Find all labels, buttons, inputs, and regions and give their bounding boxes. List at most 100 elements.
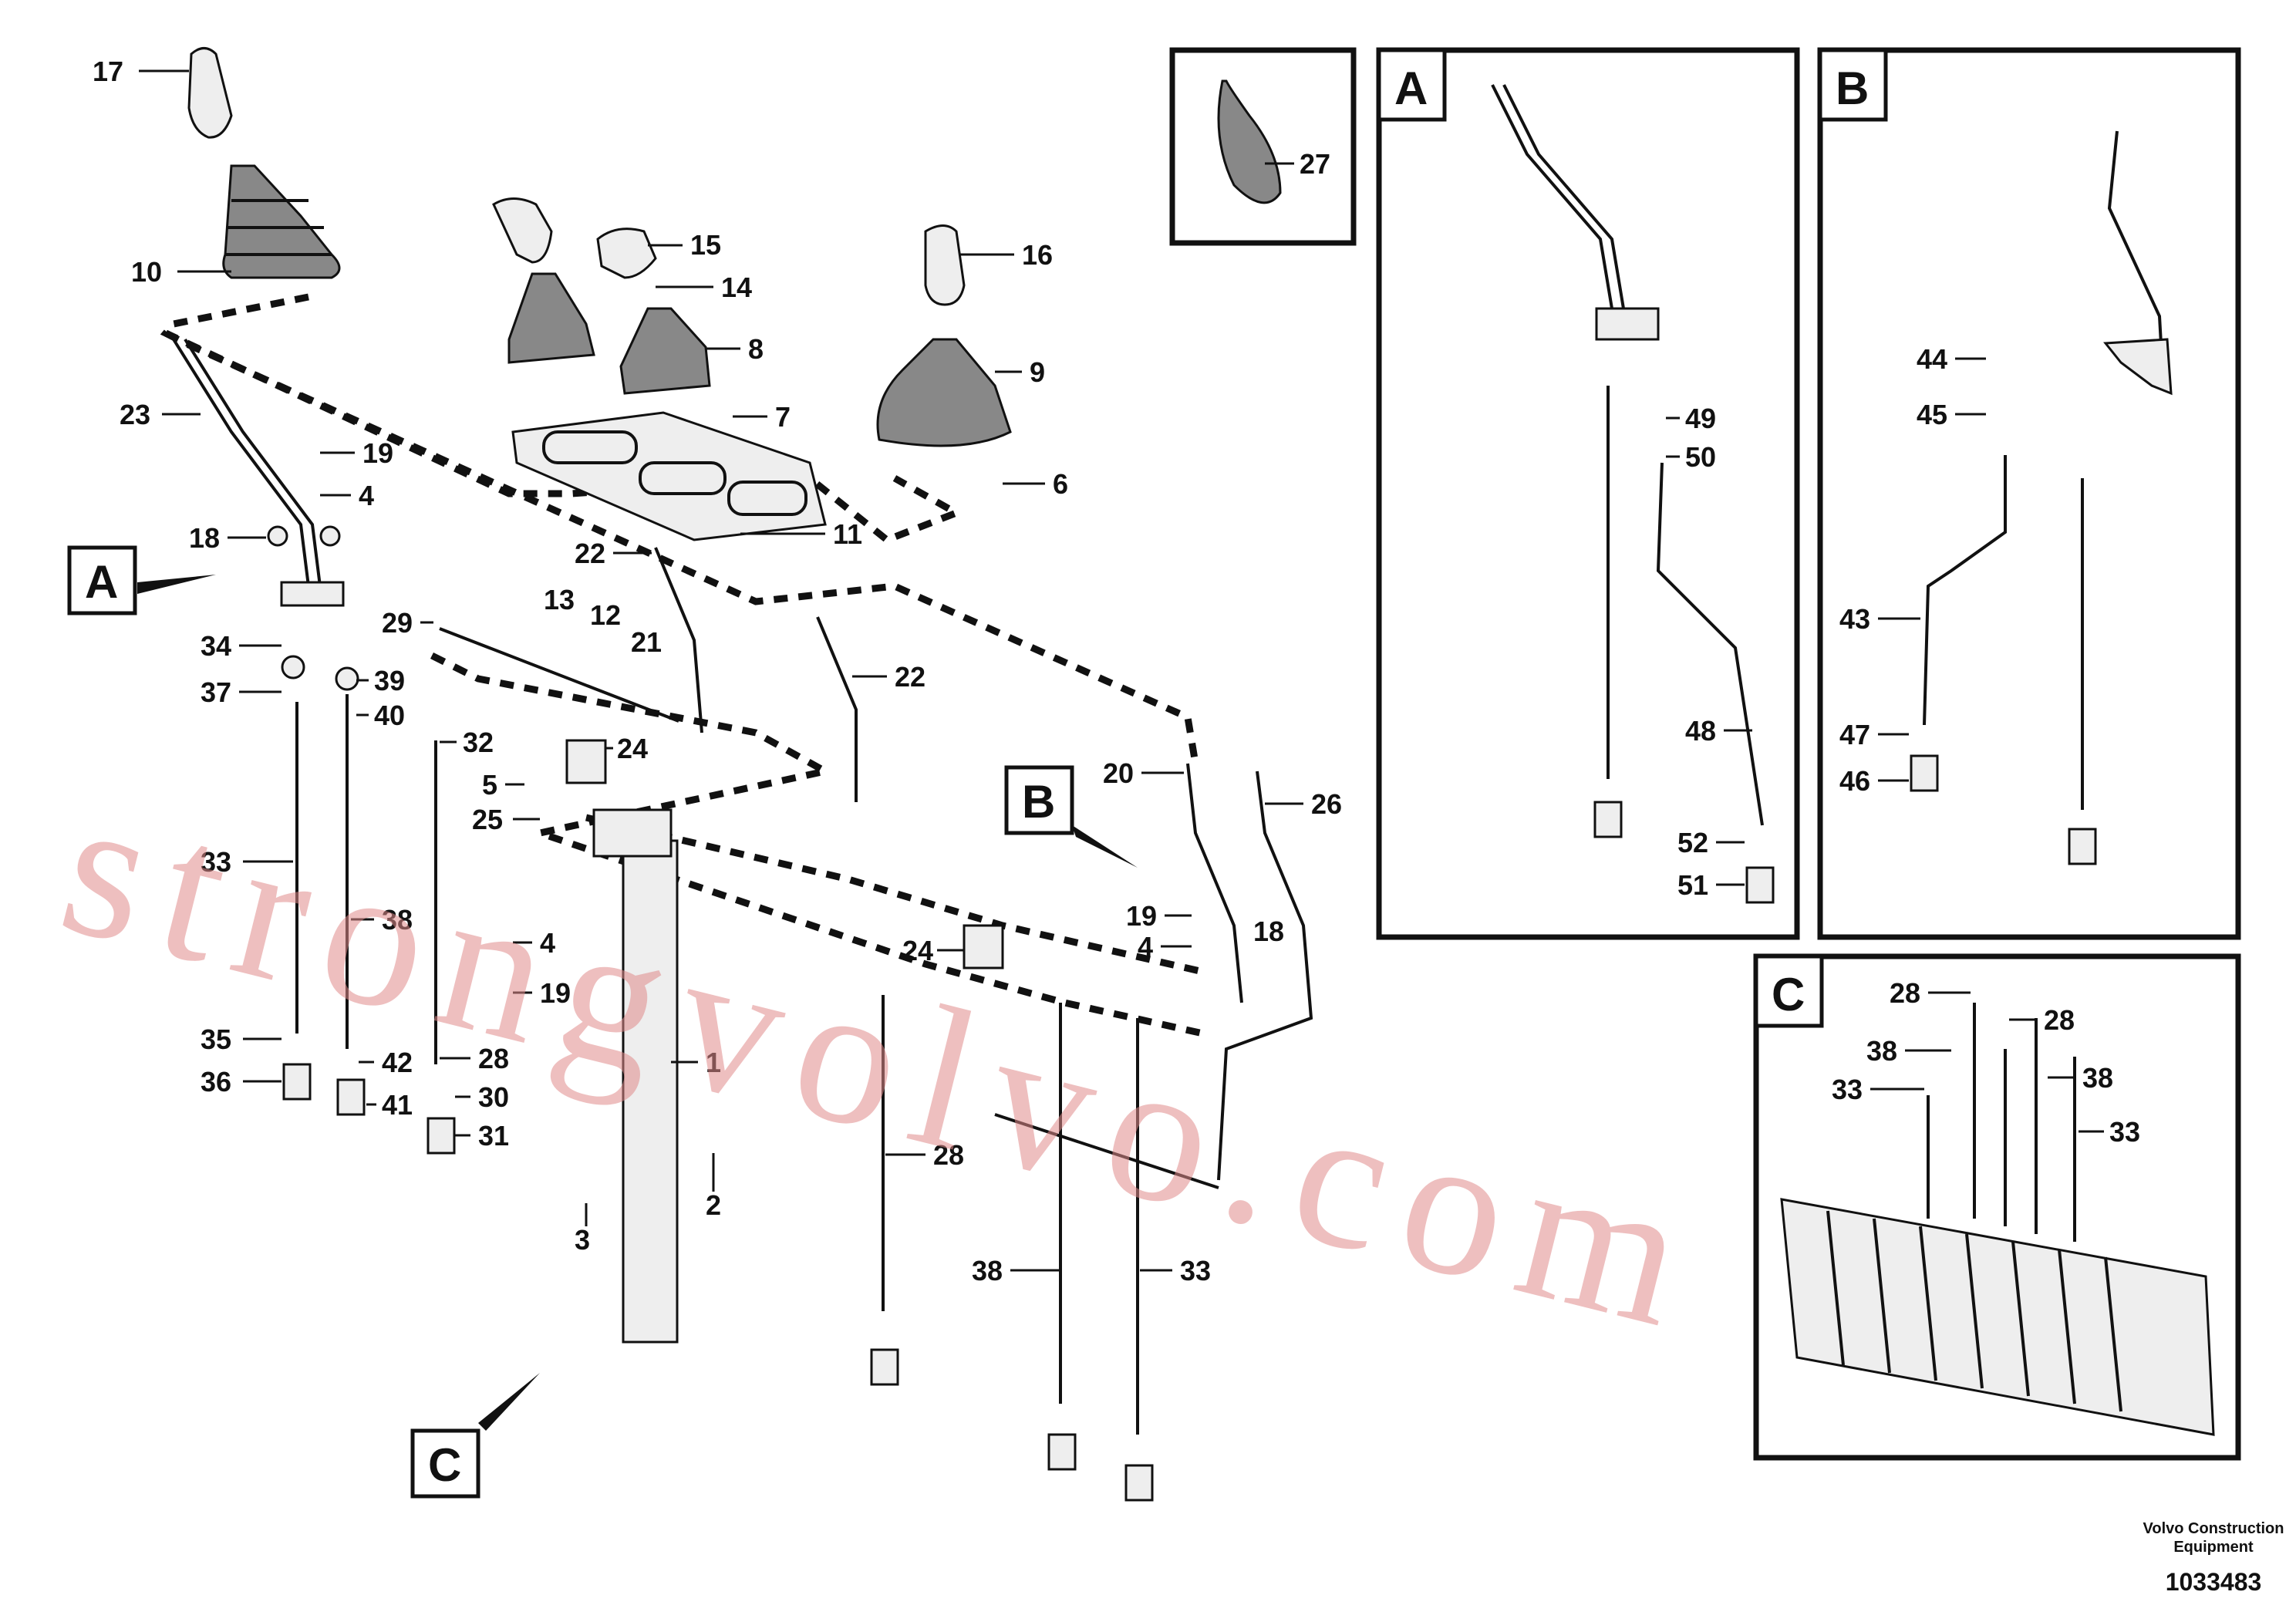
part-label: 14 — [721, 271, 752, 303]
part-label: 11 — [833, 518, 862, 550]
part-label: 49 — [1685, 403, 1716, 434]
knob-16 — [924, 224, 966, 306]
callout-b-box — [1004, 765, 1074, 835]
part-label: 44 — [1917, 343, 1947, 375]
inset-a: A 49 50 48 52 51 — [1376, 47, 1800, 940]
part-label: 33 — [1180, 1255, 1211, 1286]
mounting-outline-middle — [164, 330, 1199, 764]
part-label: 18 — [189, 522, 220, 554]
part-label: 33 — [201, 846, 231, 878]
part-label: 46 — [1839, 765, 1870, 797]
control-plate-slot-3 — [727, 481, 807, 516]
lever-22-right — [816, 616, 858, 802]
control-valve-block — [1780, 1198, 2215, 1436]
boot-8-left — [507, 272, 595, 364]
callout-a-box — [67, 545, 137, 615]
callout-a-letter: A — [85, 556, 118, 608]
part-label: 16 — [1022, 239, 1053, 271]
lever-22-left — [654, 547, 703, 733]
clevis-28-right — [870, 1348, 899, 1386]
inset-b-clevis-46 — [1910, 754, 1939, 792]
inset-a-clevis-1 — [1593, 801, 1623, 838]
part-label: 2 — [706, 1189, 721, 1221]
part-label: 38 — [972, 1255, 1003, 1286]
boot-8-right — [619, 307, 711, 395]
part-label: 4 — [1138, 931, 1153, 963]
part-label: 18 — [1253, 916, 1284, 947]
main-exploded-view — [160, 47, 1313, 1502]
part-label: 20 — [1103, 757, 1134, 789]
inset-b-letter: B — [1836, 62, 1869, 114]
washer-18-left — [267, 525, 288, 547]
part-label: 33 — [1832, 1074, 1863, 1105]
part-label: 43 — [1839, 603, 1870, 635]
bracket-24-right — [963, 924, 1004, 969]
valve-section-1 — [1826, 1210, 1845, 1366]
part-label: 19 — [362, 437, 393, 469]
mounting-outline-lower — [430, 652, 1204, 1037]
part-label: 7 — [775, 401, 791, 433]
part-label: 5 — [482, 769, 497, 801]
ball-joint-39 — [335, 666, 359, 691]
part-label: 28 — [1890, 977, 1920, 1009]
inset-cable-tie: 27 — [1169, 47, 1357, 246]
callout-c-letter: C — [428, 1439, 461, 1491]
bar-26-lower — [994, 1113, 1219, 1189]
cable-tie-27 — [1217, 79, 1282, 204]
part-label: 24 — [902, 935, 933, 966]
part-label: 6 — [1053, 468, 1068, 500]
inset-a-lever-side — [1502, 84, 1625, 309]
part-label: 50 — [1685, 441, 1716, 473]
part-label: 28 — [933, 1139, 964, 1171]
part-label: 12 — [590, 599, 621, 631]
clevis-38-right — [1047, 1433, 1077, 1471]
lever-23-side — [184, 338, 322, 587]
part-label: 52 — [1677, 827, 1708, 858]
valve-section-6 — [2058, 1249, 2076, 1404]
part-label: 26 — [1311, 788, 1342, 820]
part-label: 42 — [382, 1047, 413, 1078]
post-1 — [622, 839, 679, 1344]
inset-a-tag — [1377, 48, 1447, 122]
inset-b-frame — [1817, 47, 2241, 940]
callout-a-arrow — [137, 575, 216, 594]
part-label: 28 — [2044, 1004, 2075, 1036]
part-label: 38 — [1866, 1035, 1897, 1067]
lever-23-bracket — [280, 581, 345, 607]
callout-b-arrow — [1072, 825, 1138, 868]
callout-c-box — [410, 1428, 480, 1499]
inset-a-rod-48 — [1656, 462, 1764, 826]
part-label: 22 — [575, 538, 605, 569]
part-label: 3 — [575, 1224, 590, 1256]
part-label: 23 — [120, 399, 150, 430]
part-label: 27 — [1300, 148, 1330, 180]
part-label: 17 — [93, 56, 123, 87]
inset-c-letter: C — [1772, 969, 1805, 1020]
part-label: 41 — [382, 1089, 413, 1121]
part-label: 45 — [1917, 399, 1947, 430]
callout-b-letter: B — [1022, 776, 1055, 828]
inset-a-clevis-51 — [1745, 866, 1775, 904]
part-label: 8 — [748, 333, 764, 365]
inset-a-frame — [1376, 47, 1800, 940]
inset-b: B 44 45 43 47 46 — [1817, 47, 2241, 940]
part-label: 30 — [478, 1081, 509, 1113]
main-part-labels: 17 10 15 14 16 8 9 7 6 11 23 19 4 18 22 … — [93, 56, 1342, 1286]
part-label: 34 — [201, 630, 231, 662]
footer: Volvo Construction Equipment 1033483 — [2143, 1520, 2284, 1596]
inset-c: C 28 28 38 38 33 33 — [1753, 953, 2241, 1461]
lever-20 — [1186, 763, 1243, 1003]
lever-23 — [172, 338, 310, 587]
part-label: 13 — [544, 584, 575, 615]
callout-tags: A B C — [67, 545, 1138, 1499]
valve-section-4 — [1965, 1233, 1984, 1389]
callout-c-arrow — [478, 1373, 540, 1431]
part-label: 37 — [201, 676, 231, 708]
part-label: 1 — [706, 1047, 721, 1078]
control-plate-slot-2 — [639, 461, 727, 495]
inset-b-clevis-right — [2068, 828, 2097, 865]
knob-15-left — [492, 197, 553, 264]
part-label: 4 — [359, 480, 374, 511]
part-label: 38 — [382, 904, 413, 936]
